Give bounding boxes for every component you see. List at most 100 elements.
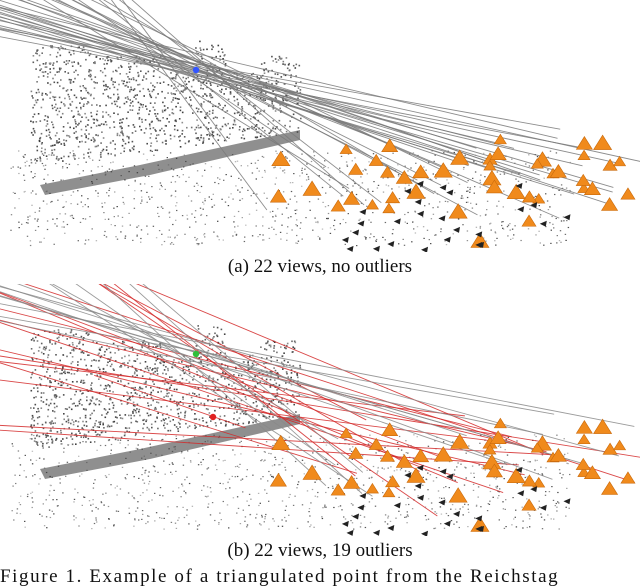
- cloud-point: [249, 354, 251, 357]
- cloud-point: [138, 477, 140, 479]
- cloud-point: [154, 363, 156, 365]
- cloud-point: [205, 421, 208, 424]
- cloud-point: [42, 364, 44, 366]
- cloud-point: [166, 392, 168, 395]
- cloud-point: [149, 367, 151, 369]
- camera-icon: [593, 134, 613, 150]
- cloud-point: [120, 66, 123, 68]
- cloud-point: [377, 470, 379, 472]
- cloud-point: [133, 408, 135, 411]
- cloud-point: [296, 242, 299, 244]
- cloud-point: [126, 430, 128, 433]
- cloud-point: [150, 391, 153, 394]
- cloud-point: [75, 125, 77, 128]
- cloud-point: [61, 112, 64, 115]
- cloud-point: [37, 444, 39, 446]
- cloud-point: [79, 398, 82, 401]
- cloud-point: [42, 75, 45, 77]
- cloud-point: [150, 423, 153, 426]
- cloud-point: [218, 418, 221, 421]
- cloud-point: [397, 164, 399, 166]
- cloud-point: [209, 339, 212, 341]
- cloud-point: [124, 364, 126, 367]
- cloud-point: [199, 425, 201, 427]
- cloud-point: [87, 101, 90, 104]
- cloud-point: [242, 134, 244, 136]
- cloud-point: [195, 51, 198, 53]
- cloud-point: [82, 338, 85, 340]
- cloud-point: [24, 161, 26, 164]
- cloud-point: [79, 114, 81, 116]
- cloud-point: [170, 521, 173, 523]
- cloud-point: [204, 380, 207, 382]
- cloud-point: [204, 163, 207, 165]
- cloud-point: [239, 78, 242, 80]
- cloud-point: [321, 228, 324, 230]
- outlier-ray: [0, 355, 640, 458]
- cloud-point: [466, 240, 469, 242]
- cloud-point: [561, 477, 563, 479]
- cloud-point: [495, 478, 497, 480]
- cloud-point: [116, 345, 119, 348]
- cloud-point: [87, 152, 89, 154]
- cloud-point: [95, 190, 97, 192]
- cloud-point: [565, 506, 567, 508]
- cloud-point: [229, 93, 232, 95]
- cloud-point: [200, 87, 202, 90]
- cloud-point: [233, 99, 236, 102]
- cloud-point: [123, 434, 126, 437]
- cloud-point: [128, 354, 130, 357]
- cloud-point: [380, 157, 382, 159]
- cloud-point: [137, 112, 139, 115]
- camera-shadow-icon: [475, 231, 483, 238]
- cloud-point: [93, 81, 95, 83]
- cloud-point: [169, 420, 172, 423]
- cloud-point: [273, 520, 275, 522]
- cloud-point: [101, 431, 104, 433]
- cloud-point: [88, 92, 90, 95]
- cloud-point: [210, 491, 212, 493]
- cloud-point: [41, 92, 44, 95]
- cloud-point: [266, 406, 269, 408]
- cloud-point: [34, 159, 36, 161]
- cloud-point: [291, 340, 293, 343]
- cloud-point: [58, 110, 61, 113]
- cloud-point: [543, 244, 545, 246]
- cloud-point: [240, 387, 243, 390]
- cloud-point: [120, 403, 123, 405]
- cloud-point: [130, 421, 133, 424]
- cloud-point: [557, 491, 559, 494]
- cloud-point: [60, 45, 62, 48]
- cloud-point: [276, 73, 279, 76]
- cloud-point: [292, 504, 295, 506]
- cloud-point: [45, 155, 48, 157]
- cloud-point: [444, 240, 446, 242]
- cloud-point: [210, 84, 212, 86]
- cloud-point: [210, 198, 213, 200]
- cloud-point: [36, 340, 39, 342]
- cloud-point: [149, 149, 152, 152]
- cloud-point: [281, 151, 284, 153]
- cloud-point: [75, 96, 78, 99]
- cloud-point: [221, 108, 224, 111]
- cloud-point: [159, 119, 162, 122]
- cloud-point: [296, 225, 298, 227]
- cloud-point: [127, 392, 129, 395]
- cloud-point: [329, 232, 332, 234]
- cloud-point: [157, 119, 160, 122]
- cloud-point: [411, 508, 414, 510]
- inlier-ray: [26, 0, 541, 181]
- cloud-point: [80, 351, 83, 354]
- cloud-point: [267, 123, 270, 125]
- cloud-point: [149, 198, 151, 200]
- cloud-point: [90, 170, 93, 172]
- cloud-point: [244, 385, 247, 387]
- cloud-point: [113, 100, 116, 103]
- cloud-point: [183, 490, 185, 492]
- camera-icon: [395, 170, 413, 184]
- cloud-point: [66, 408, 68, 410]
- cloud-point: [212, 109, 214, 112]
- cloud-point: [262, 225, 264, 227]
- cloud-point: [65, 437, 68, 439]
- cloud-point: [82, 218, 84, 220]
